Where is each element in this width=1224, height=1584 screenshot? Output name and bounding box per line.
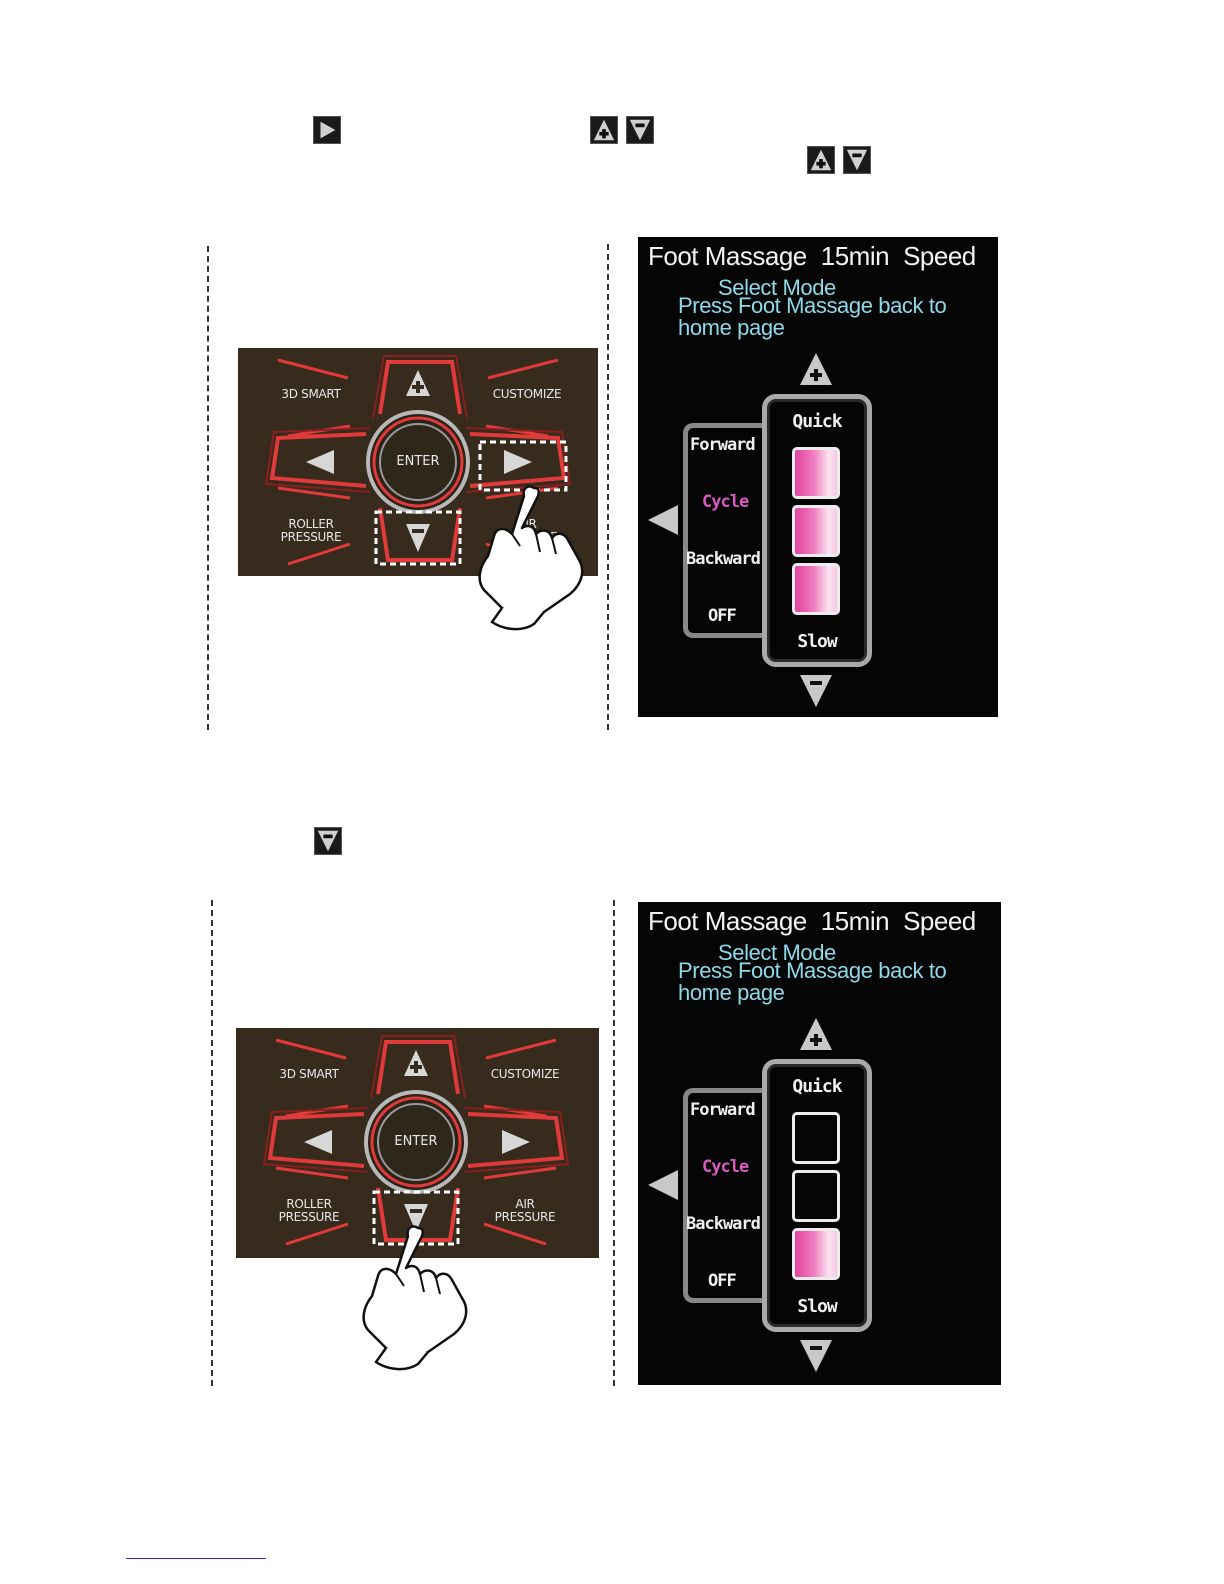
dashed-divider	[211, 900, 213, 1386]
hint-text: Press Foot Massage back to home page	[678, 958, 947, 1005]
down-minus-icon	[626, 116, 654, 144]
screen-title: Foot Massage 15min Speed	[648, 906, 976, 937]
enter-label[interactable]: ENTER	[396, 454, 440, 469]
back-arrow-icon[interactable]	[646, 1168, 680, 1202]
screen-title: Foot Massage 15min Speed	[648, 241, 976, 272]
highlight-box	[374, 510, 462, 566]
dashed-divider	[613, 900, 615, 1386]
direction-option[interactable]: Cycle	[702, 492, 749, 512]
down-button[interactable]	[378, 507, 462, 562]
up-button[interactable]	[372, 355, 468, 419]
speed-level-bar	[792, 1228, 840, 1280]
up-button[interactable]	[370, 1035, 466, 1099]
speed-level-bar	[792, 563, 840, 615]
remote-control-panel: 3D SMART CUSTOMIZE ENTER ROLLER PRESSURE…	[236, 1028, 599, 1371]
speed-selector: Quick Slow	[762, 1059, 872, 1332]
function-name: Foot Massage	[648, 906, 807, 936]
remote-control-panel: 3D SMART CUSTOMIZE ENTER ROLLER PRESSURE…	[238, 348, 598, 631]
right-button[interactable]	[463, 1107, 570, 1173]
roller-pressure-label[interactable]: ROLLER PRESSURE	[266, 518, 356, 544]
speed-quick-label: Quick	[792, 1076, 842, 1097]
direction-option[interactable]: Backward	[686, 549, 761, 569]
direction-option[interactable]: Cycle	[702, 1157, 749, 1177]
3d-smart-label[interactable]: 3D SMART	[279, 1067, 339, 1081]
enter-button[interactable]	[364, 1090, 468, 1194]
left-button[interactable]	[262, 1107, 369, 1173]
panel-graphics	[262, 1035, 570, 1246]
hint-text: Press Foot Massage back to home page	[678, 293, 947, 340]
function-name: Foot Massage	[648, 241, 807, 271]
enter-label[interactable]: ENTER	[394, 1134, 438, 1149]
speed-level-bar	[792, 1170, 840, 1222]
down-minus-icon	[843, 146, 871, 174]
speed-slow-label: Slow	[797, 631, 837, 652]
roller-label-line1: ROLLER	[286, 1197, 332, 1211]
lcd-screen: Foot Massage 15min Speed Select Mode Press…	[638, 237, 998, 717]
dashed-divider	[607, 244, 609, 730]
timer-value: 15min	[820, 241, 890, 271]
3d-smart-label[interactable]: 3D SMART	[281, 387, 341, 401]
air-label-line2: PRESSURE	[494, 1210, 556, 1224]
speed-up-icon[interactable]	[798, 351, 834, 387]
roller-label-line2: PRESSURE	[280, 530, 342, 544]
highlight-box	[478, 440, 568, 492]
direction-option[interactable]: Forward	[690, 435, 756, 455]
speed-level-bar	[792, 505, 840, 557]
speed-slow-label: Slow	[797, 1296, 837, 1317]
roller-pressure-label[interactable]: ROLLER PRESSURE	[264, 1198, 354, 1224]
speed-down-icon[interactable]	[798, 1338, 834, 1374]
up-plus-icon	[590, 116, 618, 144]
direction-option[interactable]: Backward	[686, 1214, 761, 1234]
direction-option[interactable]: OFF	[708, 1271, 737, 1291]
roller-label-line1: ROLLER	[288, 517, 334, 531]
mode-text: Select Mode	[718, 940, 836, 965]
down-minus-icon	[314, 827, 342, 855]
left-button[interactable]	[264, 427, 371, 493]
back-arrow-icon[interactable]	[646, 503, 680, 537]
pointing-hand-icon	[362, 1225, 468, 1371]
link-underline	[126, 1558, 266, 1559]
speed-level-bar	[792, 1112, 840, 1164]
timer-value: 15min	[820, 906, 890, 936]
lcd-screen: Foot Massage 15min Speed Select Mode Press…	[638, 902, 1001, 1385]
speed-selector: Quick Slow	[762, 394, 872, 667]
air-label-line1: AIR	[515, 1197, 535, 1211]
speed-down-icon[interactable]	[798, 673, 834, 709]
air-pressure-label[interactable]: AIR PRESSURE	[480, 1198, 570, 1224]
dashed-divider	[207, 246, 209, 730]
up-plus-icon	[807, 146, 835, 174]
speed-quick-label: Quick	[792, 411, 842, 432]
setting-name: Speed	[903, 241, 976, 271]
pointing-hand-icon	[478, 485, 584, 631]
customize-label[interactable]: CUSTOMIZE	[490, 1067, 560, 1081]
panel-graphics	[264, 355, 572, 566]
speed-up-icon[interactable]	[798, 1016, 834, 1052]
mode-text: Select Mode	[718, 275, 836, 300]
direction-option[interactable]: OFF	[708, 606, 737, 626]
right-arrow-icon	[313, 116, 341, 144]
customize-label[interactable]: CUSTOMIZE	[492, 387, 562, 401]
direction-option[interactable]: Forward	[690, 1100, 756, 1120]
enter-button[interactable]	[366, 410, 470, 514]
roller-label-line2: PRESSURE	[278, 1210, 340, 1224]
speed-level-bar	[792, 447, 840, 499]
setting-name: Speed	[903, 906, 976, 936]
highlight-box	[372, 1190, 460, 1246]
